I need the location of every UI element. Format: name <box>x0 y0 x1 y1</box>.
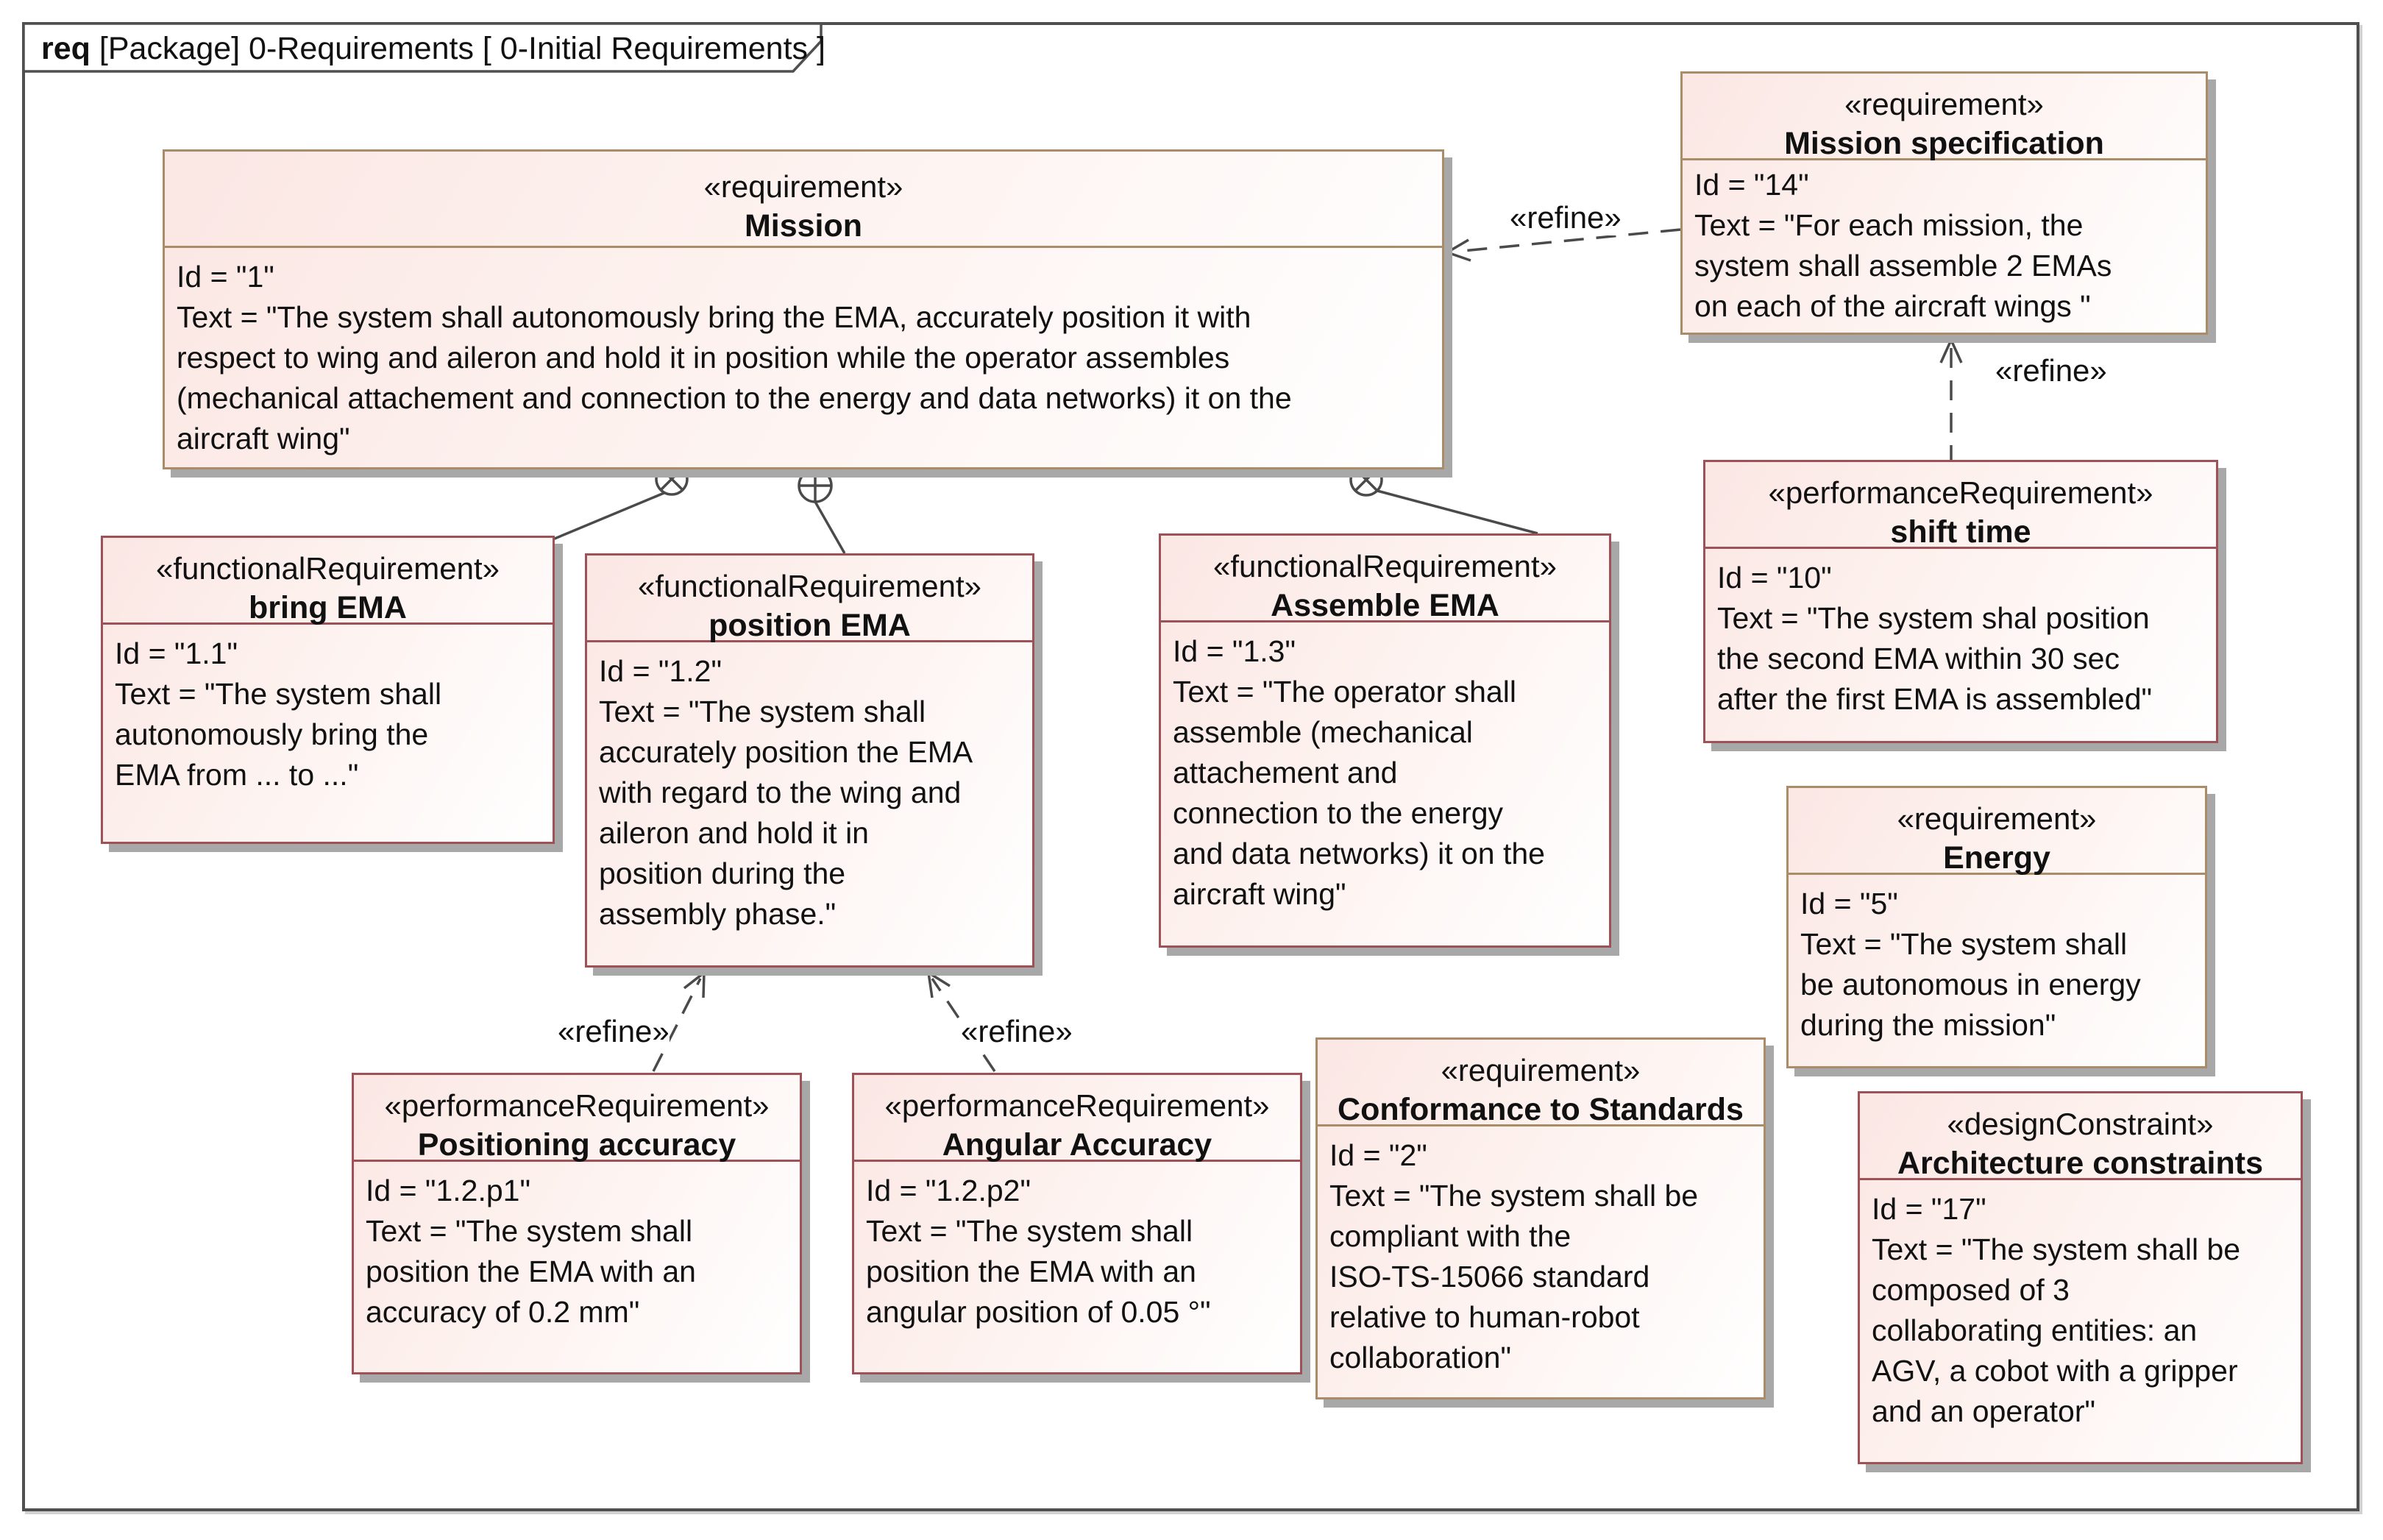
stereotype-label: «functionalRequirement» <box>638 569 981 603</box>
requirement-body: Id = "1.1" Text = "The system shall auto… <box>115 636 442 792</box>
diagram-kind-keyword: req <box>41 31 90 66</box>
requirement-name: Angular Accuracy <box>942 1127 1212 1163</box>
requirement-body: Id = "17" Text = "The system shall be co… <box>1872 1192 2241 1428</box>
requirement-name: Architecture constraints <box>1897 1146 2264 1181</box>
requirement-card-conformance-to-standards[interactable]: «requirement» Conformance to Standards I… <box>1315 1037 1766 1399</box>
requirement-body: Id = "5" Text = "The system shall be aut… <box>1800 887 2141 1042</box>
stereotype-label: «functionalRequirement» <box>1213 549 1557 583</box>
refine-connector-angularaccuracy-to-positionema[interactable] <box>926 970 996 1072</box>
card-header: «functionalRequirement» bring EMA <box>103 538 553 625</box>
stereotype-label: «performanceRequirement» <box>884 1088 1270 1123</box>
refine-connector-positioningaccuracy-to-positionema[interactable] <box>652 970 706 1072</box>
requirement-body: Id = "2" Text = "The system shall be com… <box>1329 1138 1699 1374</box>
requirement-card-architecture-constraints[interactable]: «designConstraint» Architecture constrai… <box>1858 1091 2303 1464</box>
requirement-name: Mission specification <box>1784 126 2104 161</box>
requirement-body: Id = "1.2" Text = "The system shall accu… <box>599 654 973 931</box>
requirement-body: Id = "1.3" Text = "The operator shall as… <box>1173 634 1545 911</box>
frame-tab <box>22 22 823 73</box>
stereotype-label: «requirement» <box>1844 87 2044 121</box>
refine-connector-missionspec-to-mission[interactable] <box>1443 228 1681 262</box>
stereotype-label: «performanceRequirement» <box>384 1088 770 1123</box>
requirement-name: shift time <box>1890 514 2031 550</box>
card-header: «requirement» Mission <box>165 152 1442 248</box>
stereotype-label: «designConstraint» <box>1947 1107 2214 1141</box>
containment-connector-mission-to-positionema[interactable] <box>798 468 846 554</box>
requirement-name: Mission <box>744 208 863 244</box>
containment-connector-mission-to-bringema[interactable] <box>545 462 689 544</box>
card-header: «designConstraint» Architecture constrai… <box>1860 1093 2301 1181</box>
stereotype-label: «requirement» <box>1897 801 2097 836</box>
refine-stereotype-label: «refine» <box>558 1014 670 1049</box>
requirement-card-mission-specification[interactable]: «requirement» Mission specification Id =… <box>1680 71 2208 335</box>
requirement-name: bring EMA <box>249 590 407 625</box>
requirement-name: Positioning accuracy <box>417 1127 736 1163</box>
card-header: «requirement» Energy <box>1789 788 2205 876</box>
refine-stereotype-label: «refine» <box>1510 200 1622 235</box>
card-header: «performanceRequirement» Positioning acc… <box>354 1075 800 1163</box>
diagram-title-text: [Package] 0-Requirements [ 0-Initial Req… <box>90 31 825 66</box>
card-header: «requirement» Conformance to Standards <box>1318 1040 1764 1127</box>
requirement-body: Id = "10" Text = "The system shal positi… <box>1717 561 2153 716</box>
requirement-body: Id = "1.2.p1" Text = "The system shall p… <box>366 1174 696 1329</box>
requirement-card-position-ema[interactable]: «functionalRequirement» position EMA Id … <box>585 553 1034 968</box>
requirement-card-shift-time[interactable]: «performanceRequirement» shift time Id =… <box>1703 460 2218 743</box>
card-header: «performanceRequirement» Angular Accurac… <box>854 1075 1300 1163</box>
stereotype-label: «performanceRequirement» <box>1768 475 2153 510</box>
requirement-body: Id = "14" Text = "For each mission, the … <box>1694 168 2112 323</box>
diagram-title: req [Package] 0-Requirements [ 0-Initial… <box>41 31 825 67</box>
containment-connector-mission-to-assembleema[interactable] <box>1349 463 1538 535</box>
requirement-body: Id = "1.2.p2" Text = "The system shall p… <box>866 1174 1211 1329</box>
refine-stereotype-label: «refine» <box>961 1014 1073 1049</box>
requirement-card-mission[interactable]: «requirement» Mission Id = "1" Text = "T… <box>163 149 1444 469</box>
requirement-name: position EMA <box>708 608 911 643</box>
card-header: «functionalRequirement» Assemble EMA <box>1161 536 1609 623</box>
refine-stereotype-label: «refine» <box>1995 353 2107 388</box>
card-header: «functionalRequirement» position EMA <box>587 556 1032 643</box>
requirement-card-positioning-accuracy[interactable]: «performanceRequirement» Positioning acc… <box>352 1073 802 1374</box>
requirement-card-energy[interactable]: «requirement» Energy Id = "5" Text = "Th… <box>1786 786 2207 1068</box>
requirement-body: Id = "1" Text = "The system shall autono… <box>177 260 1292 455</box>
card-header: «requirement» Mission specification <box>1683 74 2206 161</box>
card-header: «performanceRequirement» shift time <box>1705 462 2216 550</box>
stereotype-label: «functionalRequirement» <box>156 551 500 586</box>
requirement-name: Energy <box>1943 840 2050 876</box>
requirement-card-assemble-ema[interactable]: «functionalRequirement» Assemble EMA Id … <box>1159 533 1611 948</box>
requirement-name: Assemble EMA <box>1271 588 1499 623</box>
requirement-card-bring-ema[interactable]: «functionalRequirement» bring EMA Id = "… <box>101 536 555 844</box>
refine-connector-shifttime-to-missionspec[interactable] <box>1939 336 1963 465</box>
stereotype-label: «requirement» <box>1441 1053 1641 1087</box>
requirement-name: Conformance to Standards <box>1338 1092 1744 1127</box>
requirement-card-angular-accuracy[interactable]: «performanceRequirement» Angular Accurac… <box>852 1073 1302 1374</box>
stereotype-label: «requirement» <box>703 169 903 204</box>
